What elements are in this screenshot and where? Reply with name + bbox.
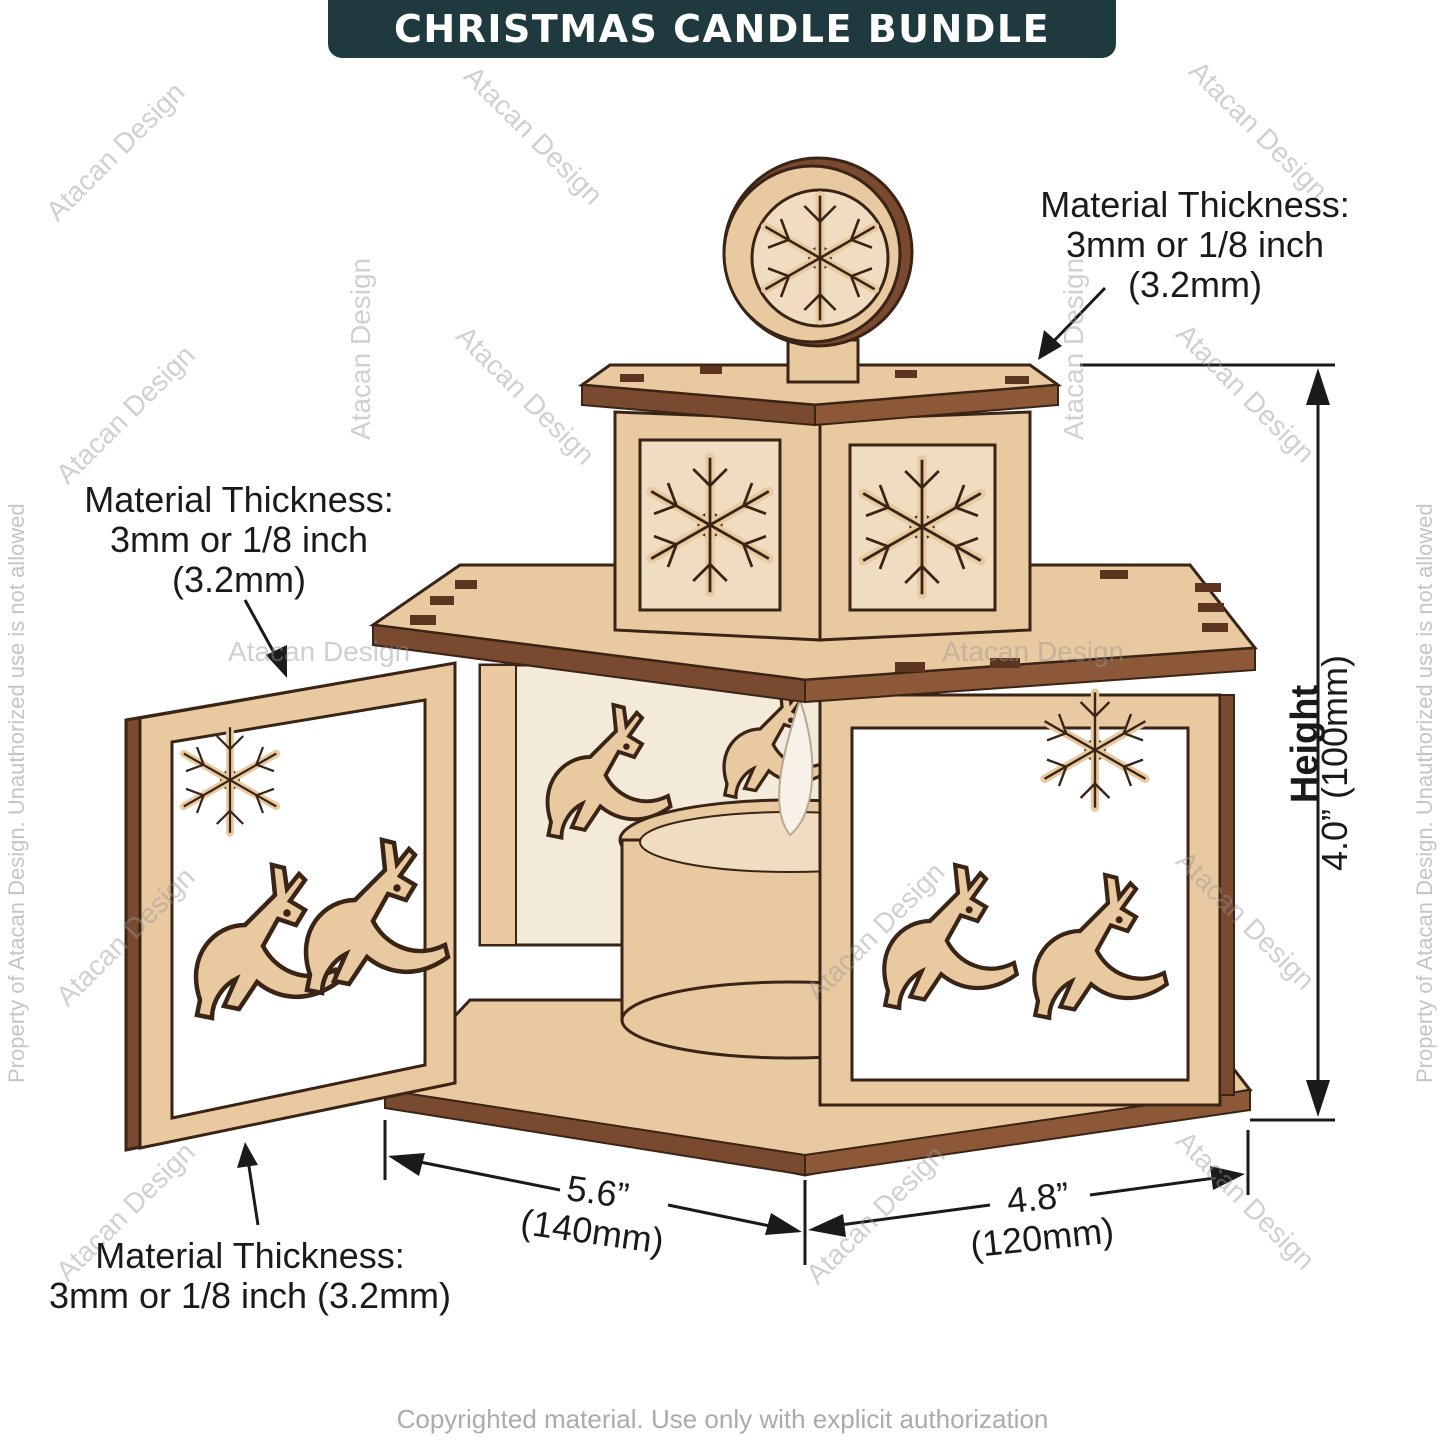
page-title: CHRISTMAS CANDLE BUNDLE	[393, 7, 1051, 51]
title-banner: CHRISTMAS CANDLE BUNDLE	[328, 0, 1116, 58]
note-metric: (3.2mm)	[1128, 264, 1262, 305]
height-value: 4.0” (100mm)	[1314, 654, 1355, 872]
note-value: 3mm or 1/8 inch	[1065, 224, 1325, 265]
note-label: Material Thickness:	[1040, 184, 1350, 225]
note-label: Material Thickness:	[84, 479, 394, 520]
material-thickness-note-left: Material Thickness: 3mm or 1/8 inch (3.2…	[80, 480, 398, 600]
note-label: Material Thickness:	[95, 1235, 405, 1276]
material-thickness-note-bottom: Material Thickness: 3mm or 1/8 inch (3.2…	[42, 1236, 458, 1316]
watermark-text: Atacan Design	[228, 636, 411, 667]
side-watermark-right: Property of Atacan Design. Unauthorized …	[1412, 503, 1437, 1083]
note-metric: (3.2mm)	[172, 559, 306, 600]
watermark-text: Atacan Design	[942, 636, 1125, 667]
watermark-text: Atacan Design	[345, 257, 376, 440]
note-value: 3mm or 1/8 inch	[109, 519, 369, 560]
note-value: 3mm or 1/8 inch (3.2mm)	[48, 1275, 452, 1316]
copyright-footer: Copyrighted material. Use only with expl…	[396, 1404, 1049, 1434]
material-thickness-note-top: Material Thickness: 3mm or 1/8 inch (3.2…	[1035, 185, 1355, 305]
side-watermark-left: Property of Atacan Design. Unauthorized …	[4, 503, 29, 1083]
